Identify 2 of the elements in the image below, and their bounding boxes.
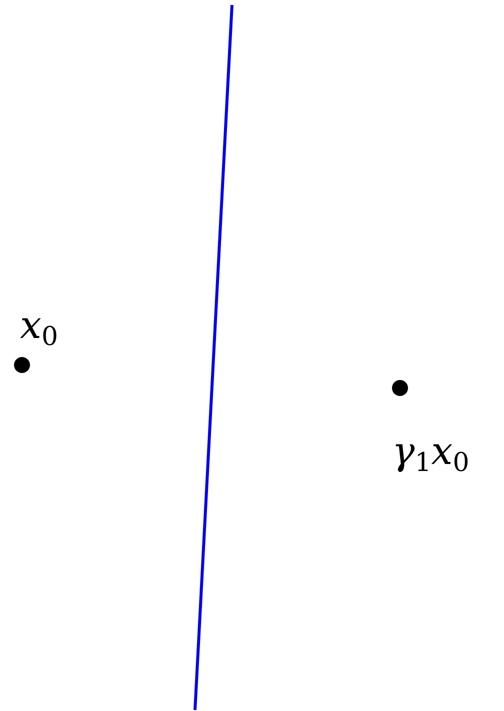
- point-label: γ$_{1}$x$_{0}$: [392, 432, 470, 476]
- point-label: x$_{0}$: [20, 306, 58, 350]
